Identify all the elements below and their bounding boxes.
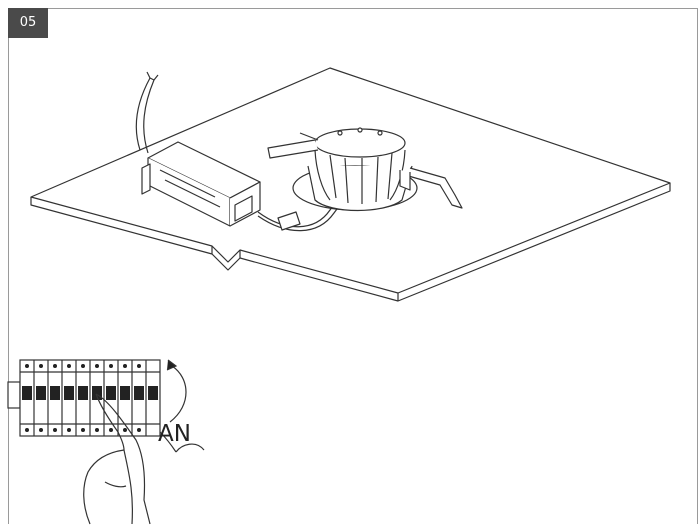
led-driver-icon — [141, 141, 261, 227]
breaker-switches — [33, 360, 147, 436]
downlight-icon — [267, 127, 463, 212]
breaker-toggles — [22, 386, 158, 400]
step-number-badge: 05 — [8, 8, 48, 38]
hand-switching-on-icon — [83, 393, 205, 525]
breaker-screws — [25, 364, 141, 432]
driver-cables-icon — [135, 71, 159, 154]
illustration-frame — [8, 8, 698, 524]
circuit-breaker-panel-icon — [7, 359, 161, 437]
curved-arrow-up-icon — [166, 359, 187, 423]
breaker-on-label: AN — [158, 421, 191, 447]
